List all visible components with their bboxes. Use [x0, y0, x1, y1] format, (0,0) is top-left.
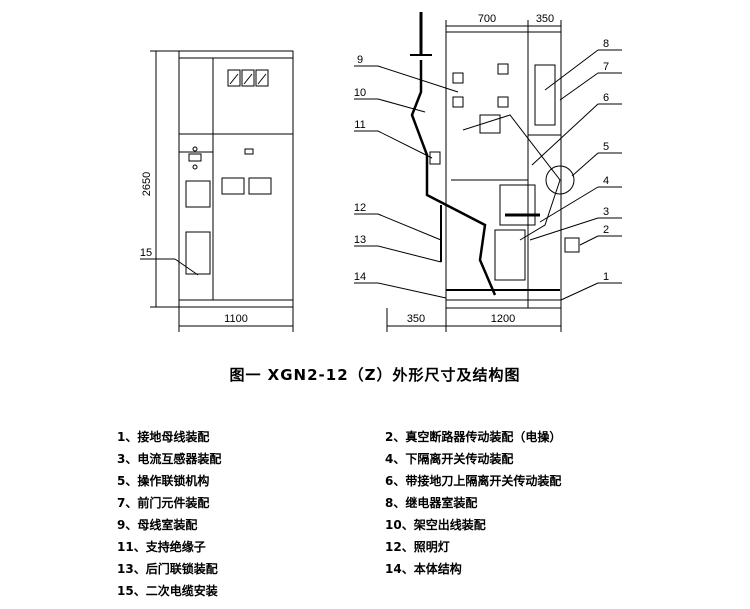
callout-8: 8 [603, 38, 609, 50]
dim-side-main: 1200 [491, 313, 515, 325]
legend-item: 11、支持绝缘子 [117, 540, 206, 554]
callout-10: 10 [354, 87, 366, 99]
callout-5: 5 [603, 141, 609, 153]
callout-13: 13 [354, 234, 366, 246]
dim-height: 2650 [141, 172, 153, 196]
dimension-labels: 2650 1100 700 350 350 1200 [141, 13, 554, 325]
legend-item: 15、二次电缆安装 [117, 584, 218, 598]
legend-item: 9、母线室装配 [117, 518, 198, 532]
callout-6: 6 [603, 92, 609, 104]
callout-2: 2 [603, 224, 609, 236]
callout-15: 15 [140, 247, 152, 259]
legend-item: 14、本体结构 [385, 562, 462, 576]
callout-7: 7 [603, 61, 609, 73]
dim-side-left: 350 [407, 313, 425, 325]
front-view [140, 50, 294, 332]
figure-caption: 图一 XGN2-12（Z）外形尺寸及结构图 [229, 366, 521, 384]
legend-item: 4、下隔离开关传动装配 [385, 452, 514, 466]
legend-item: 3、电流互感器装配 [117, 452, 222, 466]
callout-14: 14 [354, 271, 366, 283]
legend-item: 12、照明灯 [385, 540, 450, 554]
legend-item: 7、前门元件装配 [117, 496, 210, 510]
legend-item: 1、接地母线装配 [117, 430, 210, 444]
dim-top-main: 700 [478, 13, 496, 25]
dim-top-right: 350 [536, 13, 554, 25]
legend-item: 2、真空断路器传动装配（电操） [385, 430, 562, 444]
callout-11: 11 [354, 119, 365, 131]
legend-item: 10、架空出线装配 [385, 518, 486, 532]
callout-9: 9 [357, 54, 363, 66]
legend-item: 13、后门联锁装配 [117, 562, 218, 576]
legend-item: 5、操作联锁机构 [117, 474, 210, 488]
dim-front-width: 1100 [224, 313, 248, 325]
legend-item: 6、带接地刀上隔离开关传动装配 [385, 474, 562, 488]
callout-12: 12 [354, 202, 366, 214]
callout-4: 4 [603, 175, 609, 187]
callout-3: 3 [603, 206, 609, 218]
callout-labels: 9 10 11 12 13 14 15 8 7 6 5 4 3 2 1 [140, 38, 609, 283]
callout-1: 1 [603, 271, 609, 283]
side-view [354, 12, 622, 332]
legend-item: 8、继电器室装配 [385, 496, 478, 510]
structure-diagram: 2650 1100 700 350 350 1200 9 10 11 12 13… [140, 12, 622, 332]
